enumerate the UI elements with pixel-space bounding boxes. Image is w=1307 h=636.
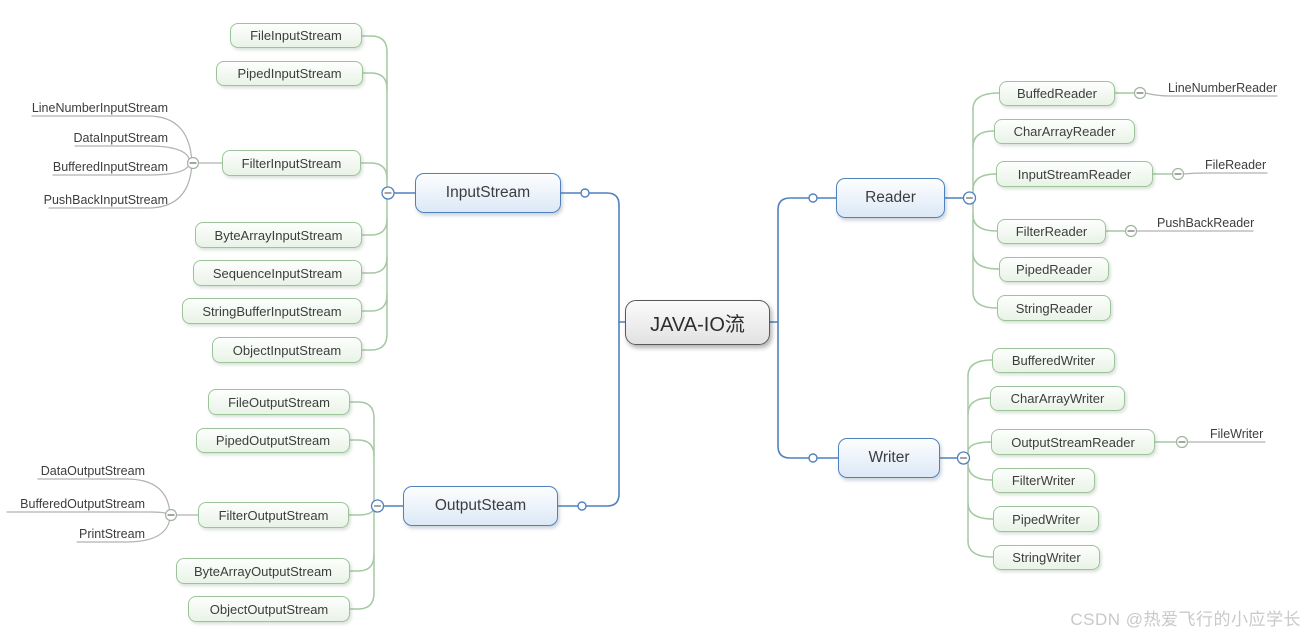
connector-line — [349, 554, 375, 572]
collapse-minus-icon[interactable] — [1175, 435, 1189, 449]
leaf-topic[interactable]: DataOutputStream — [40, 464, 145, 478]
main-topic[interactable]: Writer — [838, 438, 940, 478]
connector-line — [1144, 92, 1278, 97]
sub-topic[interactable]: CharArrayReader — [994, 119, 1135, 144]
collapse-minus-icon[interactable] — [962, 191, 977, 205]
sub-topic[interactable]: FilterInputStream — [222, 150, 361, 176]
sub-topic[interactable]: InputStreamReader — [996, 161, 1153, 187]
connector-line — [972, 92, 1000, 110]
collapse-minus-icon[interactable] — [370, 499, 385, 513]
sub-topic[interactable]: FilterOutputStream — [198, 502, 349, 528]
connector-line — [967, 463, 993, 481]
sub-topic[interactable]: SequenceInputStream — [193, 260, 362, 286]
connector-line — [348, 506, 375, 516]
connector-line — [37, 478, 171, 511]
sub-topic[interactable]: PipedInputStream — [216, 61, 363, 86]
connector-line — [76, 520, 171, 543]
connector-line — [362, 72, 388, 90]
sub-topic[interactable]: FilterWriter — [992, 468, 1095, 493]
leaf-topic[interactable]: PushBackInputStream — [43, 193, 168, 207]
connector-line — [972, 214, 998, 232]
collapse-minus-icon[interactable] — [186, 156, 200, 170]
collapse-minus-icon[interactable] — [381, 186, 395, 200]
sub-topic[interactable]: BufferedWriter — [992, 348, 1115, 373]
sub-topic[interactable]: StringBufferInputStream — [182, 298, 362, 324]
connector-line — [972, 252, 1000, 270]
connector-line — [74, 145, 190, 160]
collapse-minus-icon[interactable] — [956, 451, 971, 465]
leaf-topic[interactable]: DataInputStream — [73, 131, 169, 145]
connector-line — [1182, 172, 1268, 175]
leaf-topic[interactable]: PushBackReader — [1157, 216, 1255, 230]
main-topic[interactable]: OutputSteam — [403, 486, 558, 526]
connector-line — [967, 441, 992, 453]
sub-topic[interactable]: BuffedReader — [999, 81, 1115, 106]
sub-topic[interactable]: PipedOutputStream — [196, 428, 350, 453]
connection-dot — [808, 193, 818, 203]
center-topic[interactable]: JAVA-IO流 — [625, 300, 770, 345]
leaf-topic[interactable]: BufferedOutputStream — [20, 497, 145, 511]
leaf-topic[interactable]: BufferedInputStream — [52, 160, 168, 174]
leaf-topic[interactable]: LineNumberInputStream — [31, 101, 168, 115]
sub-topic[interactable]: ByteArrayOutputStream — [176, 558, 350, 584]
sub-topic[interactable]: StringReader — [997, 295, 1111, 321]
leaf-topic[interactable]: FileReader — [1205, 158, 1267, 172]
connector-line — [361, 218, 388, 236]
connector-line — [967, 540, 994, 558]
sub-topic[interactable]: FilterReader — [997, 219, 1106, 244]
connector-line — [585, 192, 620, 507]
watermark: CSDN @热爱飞行的小应学长 — [1070, 610, 1301, 629]
main-topic[interactable]: Reader — [836, 178, 945, 218]
sub-topic[interactable]: ByteArrayInputStream — [195, 222, 362, 248]
collapse-minus-icon[interactable] — [1133, 86, 1147, 100]
sub-topic[interactable]: FileInputStream — [230, 23, 362, 48]
sub-topic[interactable]: PipedWriter — [993, 506, 1099, 532]
sub-topic[interactable]: PipedReader — [999, 257, 1109, 282]
connector-line — [967, 359, 993, 377]
sub-topic[interactable]: StringWriter — [993, 545, 1100, 570]
connection-dot — [577, 501, 587, 511]
leaf-topic[interactable]: PrintStream — [79, 527, 145, 541]
sub-topic[interactable]: OutputStreamReader — [991, 429, 1155, 455]
sub-topic[interactable]: FileOutputStream — [208, 389, 350, 415]
connection-dot — [808, 453, 818, 463]
connector-line — [967, 502, 994, 520]
connector-line — [360, 162, 388, 180]
connector-line — [349, 439, 375, 457]
connector-line — [972, 130, 995, 148]
sub-topic[interactable]: ObjectInputStream — [212, 337, 362, 363]
connector-line — [967, 397, 991, 415]
connector-line — [349, 592, 375, 610]
connector-line — [349, 401, 375, 419]
connector-line — [972, 173, 997, 191]
connection-dot — [580, 188, 590, 198]
sub-topic[interactable]: CharArrayWriter — [990, 386, 1125, 411]
connector-line — [361, 256, 388, 274]
sub-topic[interactable]: ObjectOutputStream — [188, 596, 350, 622]
main-topic[interactable]: InputStream — [415, 173, 561, 213]
connector-line — [48, 168, 193, 209]
connector-line — [31, 115, 193, 158]
connector-line — [361, 294, 388, 312]
connector-line — [52, 166, 189, 176]
leaf-topic[interactable]: FileWriter — [1210, 427, 1264, 441]
connector-line — [972, 291, 998, 309]
collapse-minus-icon[interactable] — [1171, 167, 1185, 181]
connector-line — [6, 511, 167, 515]
collapse-minus-icon[interactable] — [1124, 224, 1138, 238]
collapse-minus-icon[interactable] — [164, 508, 178, 522]
leaf-topic[interactable]: LineNumberReader — [1168, 81, 1278, 95]
connector-line — [361, 35, 388, 53]
connector-line — [777, 197, 810, 459]
connector-line — [361, 333, 388, 351]
